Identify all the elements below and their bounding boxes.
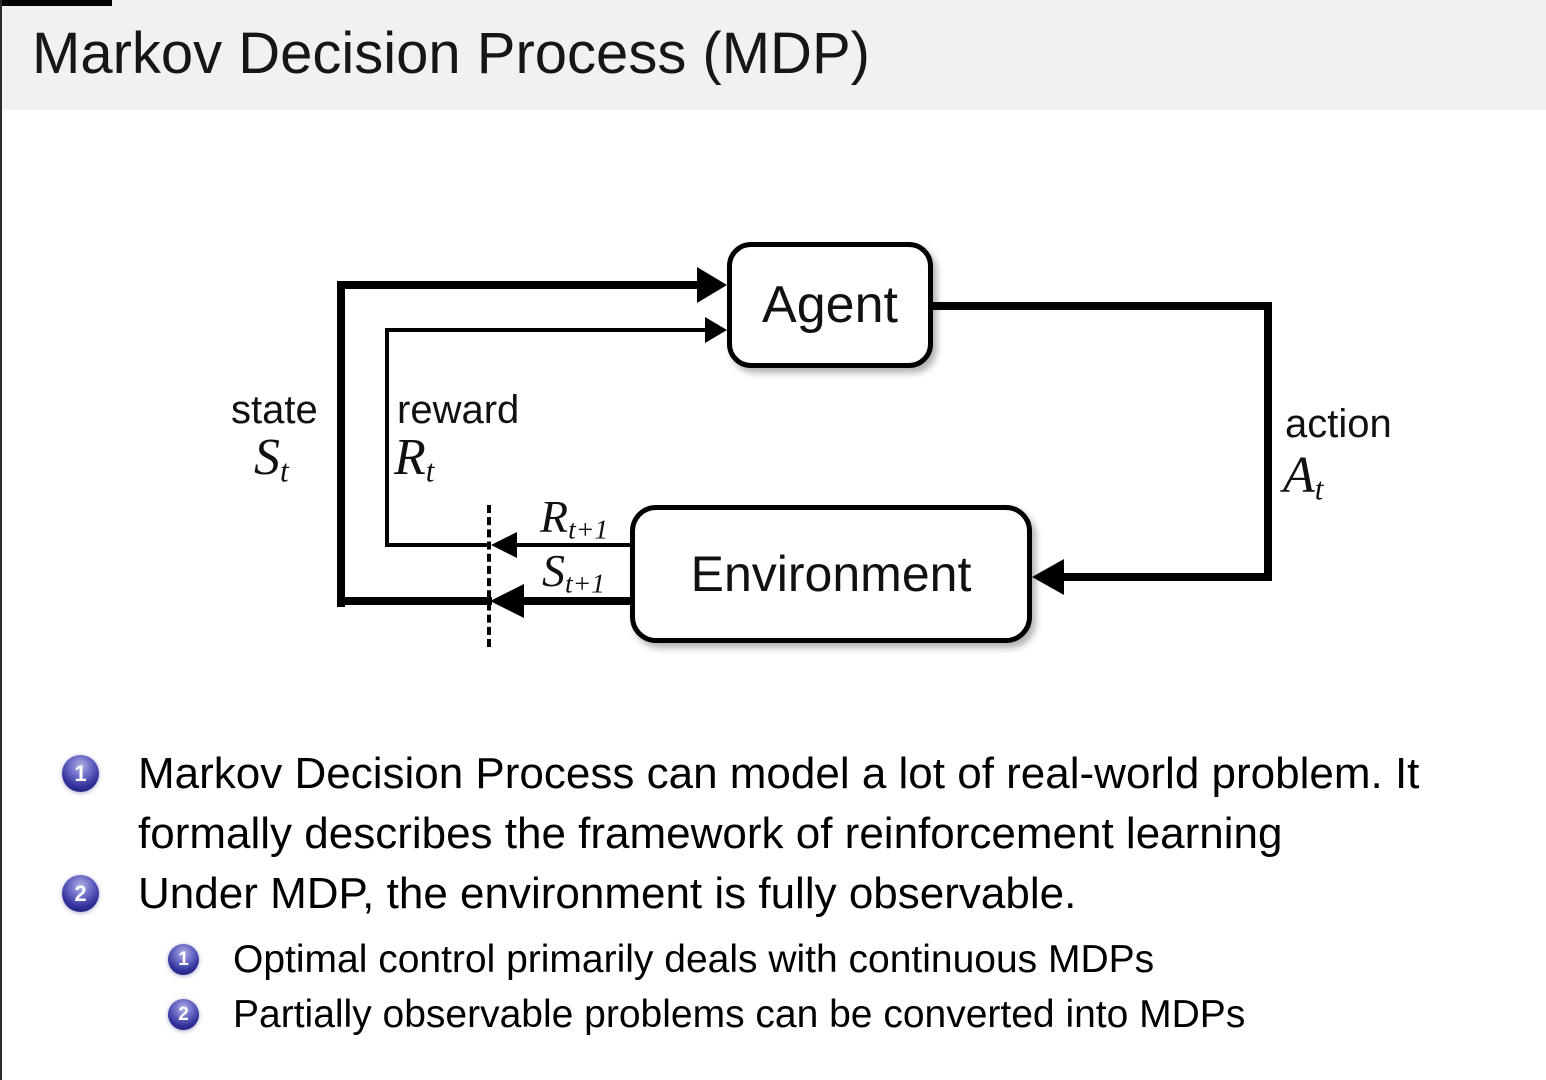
state-line-left — [337, 281, 345, 607]
left-edge-mark — [0, 0, 2, 1080]
action-line-right — [1264, 302, 1272, 581]
reward-label: reward — [397, 388, 520, 432]
title-bar: Markov Decision Process (MDP) — [0, 0, 1546, 110]
reward-line-left — [385, 328, 389, 547]
action-arrowhead-icon — [1032, 559, 1064, 595]
mdp-diagram: Agent Environment state St reward Rt act… — [231, 242, 1392, 647]
action-symbol: At — [1283, 447, 1324, 507]
page-title: Markov Decision Process (MDP) — [32, 21, 870, 86]
enumerate-ball-icon: 1 — [168, 944, 199, 975]
reward-symbol: Rt — [394, 429, 435, 489]
agent-label: Agent — [762, 276, 898, 334]
state-symbol: St — [254, 429, 289, 489]
action-label: action — [1285, 402, 1392, 446]
state-label: state — [231, 388, 318, 432]
enumerate-ball-icon: 1 — [62, 755, 99, 792]
bullet-item: 2 Under MDP, the environment is fully ob… — [62, 864, 1076, 924]
state-line-bottom-left — [337, 597, 492, 605]
sub-bullet-item: 1 Optimal control primarily deals with c… — [168, 932, 1154, 987]
bullet-number: 2 — [74, 880, 87, 906]
sub-bullet-text: Partially observable problems can be con… — [233, 993, 1246, 1036]
agent-box: Agent — [727, 242, 933, 368]
enumerate-ball-icon: 2 — [62, 875, 99, 912]
state-line-bottom-right — [524, 597, 632, 605]
action-line-top — [933, 302, 1272, 310]
reward-arrowhead-icon — [705, 317, 727, 343]
bullet-text-line: Markov Decision Process can model a lot … — [138, 749, 1420, 798]
environment-label: Environment — [690, 546, 972, 602]
next-reward-symbol: Rt+1 — [540, 491, 609, 545]
time-step-dashed-divider — [487, 505, 491, 647]
reward-line-bottom-left — [385, 543, 491, 547]
action-line-bottom — [1064, 573, 1272, 581]
bullet-number: 1 — [74, 760, 87, 786]
bullet-text-line: formally describes the framework of rein… — [138, 809, 1283, 858]
top-left-corner-mark — [0, 0, 112, 6]
next-state-arrowhead-icon — [490, 584, 524, 618]
state-line-top — [337, 281, 699, 289]
state-arrowhead-icon — [697, 267, 727, 303]
sub-bullet-item: 2 Partially observable problems can be c… — [168, 987, 1245, 1042]
bullet-text-line: Under MDP, the environment is fully obse… — [138, 869, 1077, 918]
bullet-item: 1 Markov Decision Process can model a lo… — [62, 744, 1419, 864]
environment-box: Environment — [630, 505, 1032, 643]
bullet-number: 2 — [178, 1003, 189, 1025]
reward-line-top — [385, 328, 705, 332]
sub-bullet-text: Optimal control primarily deals with con… — [233, 938, 1155, 981]
bullet-number: 1 — [178, 948, 189, 970]
next-state-symbol: St+1 — [542, 545, 606, 599]
reward-line-bottom-right — [517, 543, 632, 547]
next-reward-arrowhead-icon — [491, 532, 517, 558]
enumerate-ball-icon: 2 — [168, 999, 199, 1030]
